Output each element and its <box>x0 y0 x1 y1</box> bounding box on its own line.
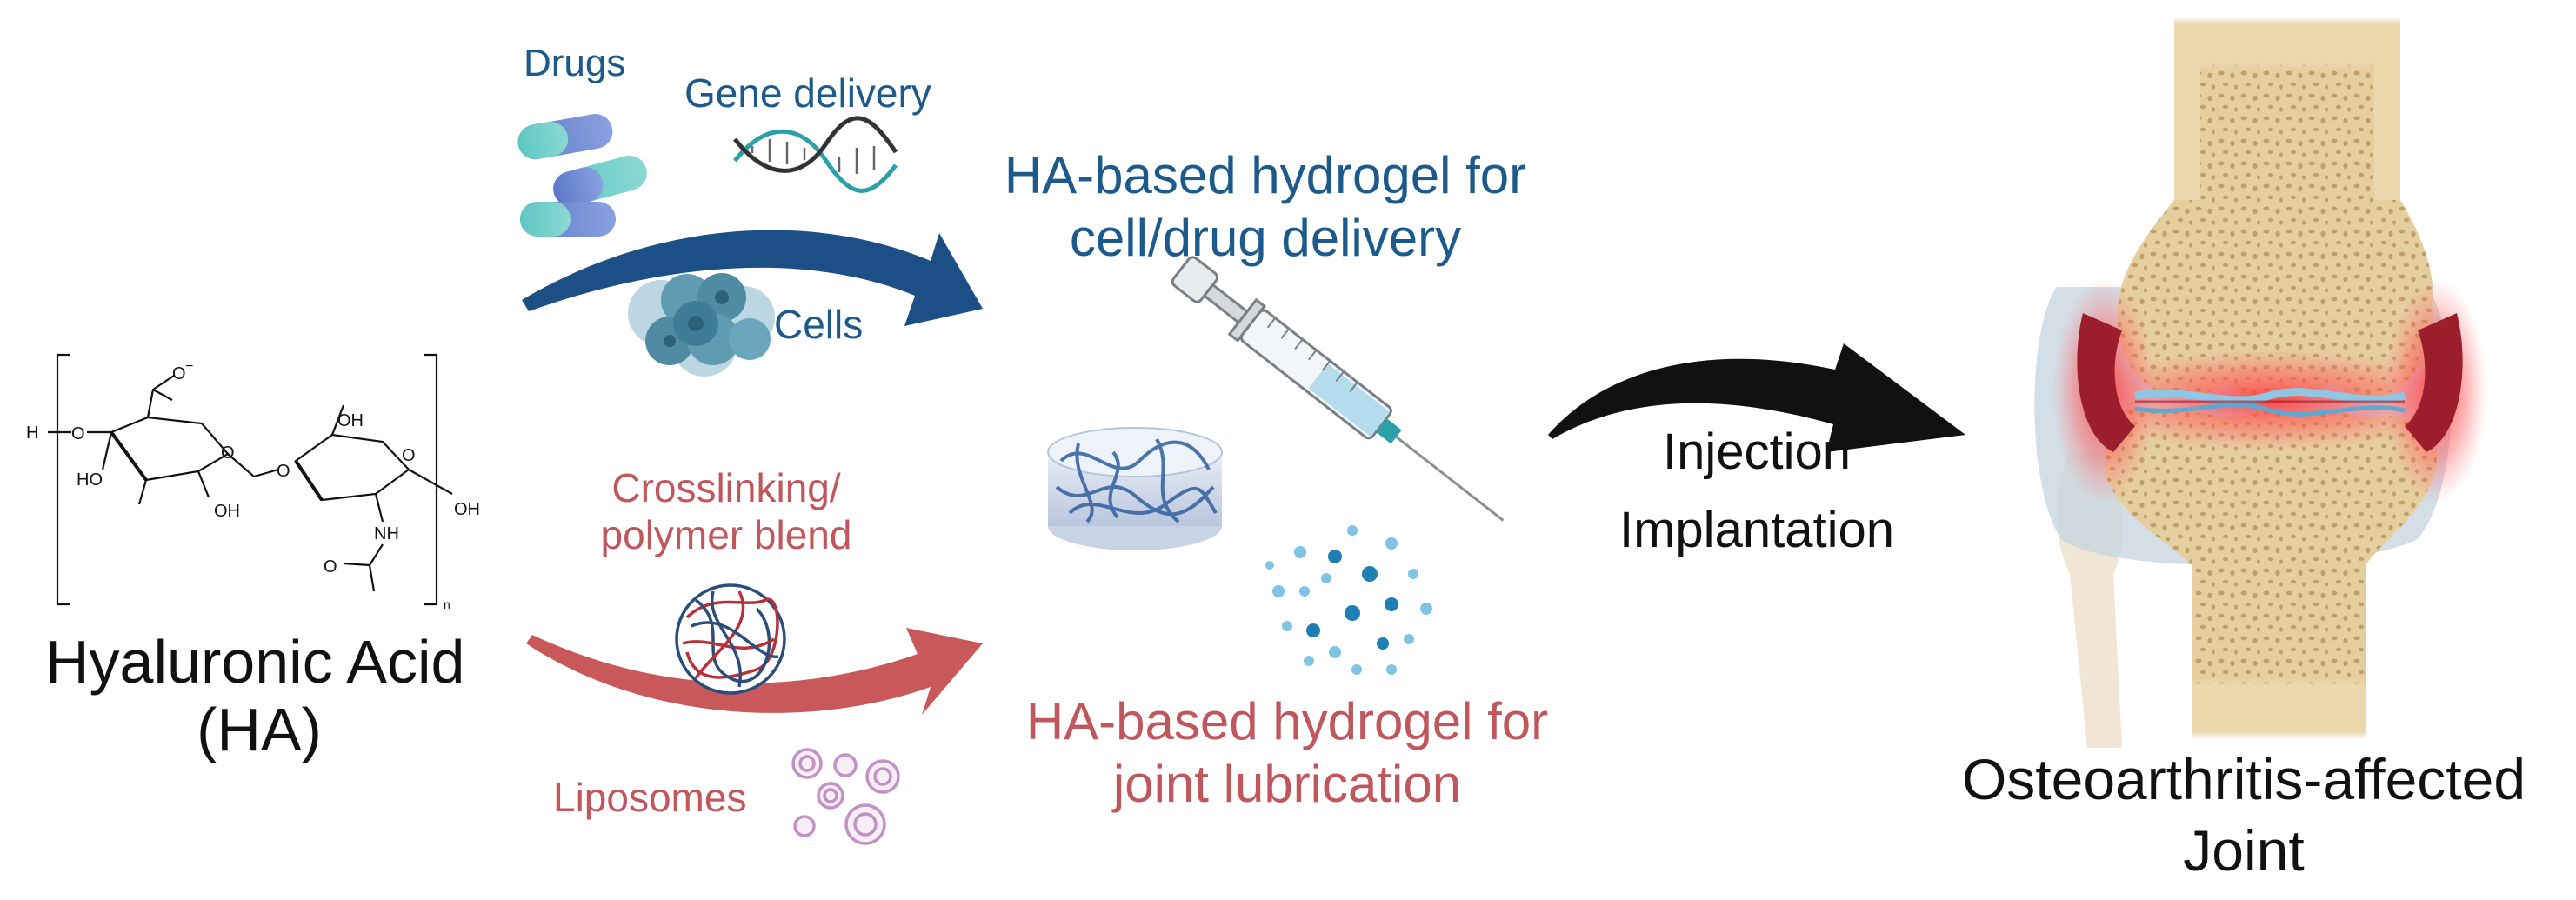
atom-acetyl-o: O <box>324 557 337 577</box>
liposomes-icon <box>791 748 900 845</box>
blue-arrow <box>522 230 983 326</box>
black-arrow <box>1548 343 1965 452</box>
atom-oh1: OH <box>214 502 240 521</box>
atom-o-link2: O <box>277 462 290 481</box>
atom-nh: NH <box>374 524 399 543</box>
label-cells: Cells <box>774 302 864 347</box>
ha-title-line1: Hyaluronic Acid <box>45 628 465 696</box>
left-bracket <box>56 353 70 606</box>
ha-title-line2: (HA) <box>197 696 322 763</box>
label-injection: Injection <box>1662 423 1852 480</box>
atom-oh2: OH <box>337 411 364 430</box>
atom-o-link1: O <box>71 424 85 443</box>
atom-h: H <box>26 423 38 443</box>
ha-structure-atoms: H O O − O HO OH O OH O OH NH O n <box>26 359 480 611</box>
ring-2 <box>294 433 410 502</box>
dna-helix-icon <box>733 116 898 193</box>
atom-ring-o2: O <box>402 446 416 465</box>
hydrogel-disk-icon <box>1047 427 1223 550</box>
right-bracket <box>424 353 438 606</box>
nanoparticles-icon <box>1265 525 1432 675</box>
label-gene-delivery: Gene delivery <box>684 70 931 116</box>
ha-structure <box>48 353 453 606</box>
atom-charge: − <box>185 359 193 374</box>
atom-carboxylate-o: O <box>172 364 186 383</box>
atom-ring-o1: O <box>221 443 235 463</box>
drug-capsules <box>517 114 647 237</box>
ring-1 <box>110 416 230 482</box>
lubrication-hydrogel-line2: joint lubrication <box>1112 755 1462 813</box>
cells-cluster-icon <box>628 273 775 377</box>
knee-joint-illustration <box>2034 17 2487 748</box>
polymer-blend-icon <box>675 583 786 695</box>
syringe-icon <box>1171 256 1505 522</box>
red-arrow <box>526 628 983 715</box>
joint-title-line2: Joint <box>2183 818 2305 883</box>
atom-subscript-n: n <box>444 597 450 611</box>
delivery-hydrogel-line1: HA-based hydrogel for <box>1004 146 1527 204</box>
label-drugs: Drugs <box>524 42 626 84</box>
joint-title-line1: Osteoarthritis-affected <box>1961 747 2526 811</box>
label-crosslinking-line1: Crosslinking/ <box>611 465 841 510</box>
label-implantation: Implantation <box>1619 502 1894 558</box>
atom-oh3: OH <box>454 500 480 519</box>
lubrication-hydrogel-line1: HA-based hydrogel for <box>1025 692 1549 750</box>
label-crosslinking-line2: polymer blend <box>600 512 852 557</box>
label-liposomes: Liposomes <box>553 775 747 820</box>
delivery-hydrogel-line2: cell/drug delivery <box>1069 209 1462 267</box>
atom-ho1: HO <box>77 470 103 490</box>
